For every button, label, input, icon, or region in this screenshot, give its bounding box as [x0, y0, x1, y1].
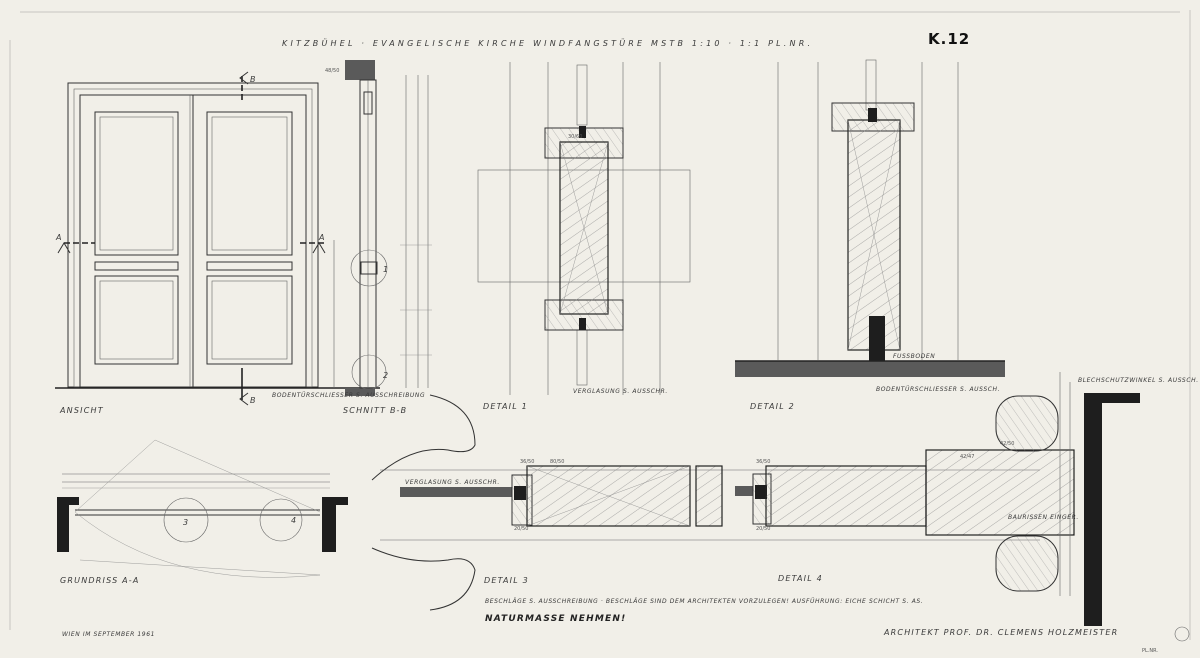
label-grundriss: GRUNDRISS A-A [60, 576, 140, 585]
annotation-bodenturschliesser-ansicht: BODENTÜRSCHLIESSER S. AUSSCHREIBUNG [272, 392, 425, 399]
sheet-border [9, 10, 1191, 640]
marker-b-bottom: B [250, 396, 257, 405]
dimension-label: 36/50 [520, 459, 534, 465]
dimension-label: 80/50 [550, 459, 564, 465]
footer-date: WIEN IM SEPTEMBER 1961 [62, 631, 155, 638]
annotation-verglasung-d1: VERGLASUNG S. AUSSCHR. [573, 388, 668, 395]
section-b-b [333, 60, 432, 390]
label-detail-3: DETAIL 3 [484, 576, 529, 585]
detail-2 [735, 59, 1005, 377]
dimension-label: 20/50 [756, 526, 770, 532]
sheet-code: K.12 [928, 30, 970, 48]
label-detail-4: DETAIL 4 [778, 574, 823, 583]
dimension-label: 20/50 [514, 526, 528, 532]
annotation-bodenturschliesser: BODENTÜRSCHLIESSER S. AUSSCH. [876, 386, 1000, 393]
marker-a-right: A [318, 233, 326, 242]
marker-a-left: A [55, 233, 63, 242]
marker-b-top: B [250, 75, 257, 84]
annotation-verglasung-d3: VERGLASUNG S. AUSSCHR. [405, 479, 500, 486]
annotation-blechschutz: BLECHSCHUTZWINKEL S. AUSSCH. [1078, 377, 1199, 384]
dimension-label: 48/50 [325, 68, 339, 74]
dimension-label: 42/50 [1000, 441, 1014, 447]
marker-4: 4 [291, 516, 297, 525]
label-detail-1: DETAIL 1 [483, 402, 528, 411]
detail-3 [371, 394, 1040, 611]
detail-1 [477, 62, 691, 395]
footer-architect: ARCHITEKT PROF. DR. CLEMENS HOLZMEISTER [883, 628, 1118, 637]
label-detail-2: DETAIL 2 [750, 402, 795, 411]
notice-naturmasse: NATURMASSE NEHMEN! [485, 614, 626, 624]
label-ansicht: ANSICHT [59, 406, 104, 415]
marker-3: 3 [183, 518, 189, 527]
marker-2: 2 [383, 371, 389, 380]
marker-1: 1 [383, 265, 389, 274]
detail-4 [735, 372, 1140, 626]
annotation-bauriss: BAURISSEN EINGER. [1008, 514, 1079, 521]
dimension-label: 30/60 [568, 134, 582, 140]
label-schnitt: SCHNITT B-B [343, 406, 407, 415]
note-beschlaege: BESCHLÄGE S. AUSSCHREIBUNG · BESCHLÄGE S… [485, 598, 923, 605]
annotation-fussboden: FUSSBODEN [893, 353, 935, 360]
floor-plan-a-a [57, 439, 348, 578]
footer-stamp: PL.NR. [1142, 648, 1158, 654]
sheet-title: KITZBÜHEL · EVANGELISCHE KIRCHE WINDFANG… [282, 38, 813, 48]
archive-stamp-icon [1174, 626, 1190, 642]
elevation-view [55, 71, 380, 406]
dimension-label: 36/50 [756, 459, 770, 465]
dimension-label: 42/47 [960, 454, 974, 460]
